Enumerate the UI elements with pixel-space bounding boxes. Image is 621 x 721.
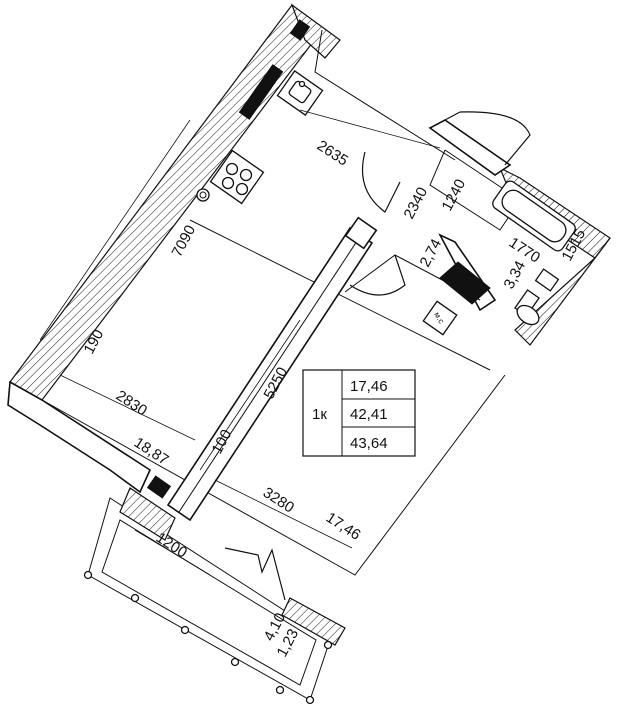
dim-balcony-width: 1200 xyxy=(153,529,190,561)
entrance-door-swing xyxy=(459,111,531,166)
summary-total-area: 42,41 xyxy=(350,406,388,423)
bathroom-sink xyxy=(534,268,560,292)
bathroom-radiator xyxy=(439,261,491,305)
dim-bath-side: 1240 xyxy=(439,176,470,213)
summary-total-area-with-balcony: 43,64 xyxy=(350,435,388,452)
kitchen-stove xyxy=(209,149,265,205)
room-divider-line xyxy=(189,219,491,371)
balcony-wall-right xyxy=(281,597,346,646)
room-door-swing xyxy=(349,254,406,296)
dim-hall-width: 2340 xyxy=(401,184,432,221)
facade-wall xyxy=(7,380,152,494)
dim-kitchen-width: 2635 xyxy=(314,137,351,169)
balcony-outline xyxy=(87,497,331,701)
summary-living-area: 17,46 xyxy=(350,378,388,395)
area-hall: 2,74 xyxy=(417,236,446,270)
partition-column xyxy=(344,216,378,250)
area-bathroom: 3,34 xyxy=(501,258,530,292)
kitchen-door-swing xyxy=(361,151,401,213)
room-outline xyxy=(41,374,506,576)
kitchen-radiator xyxy=(238,64,284,120)
washer-box xyxy=(422,300,458,336)
kitchen-vent xyxy=(289,19,311,41)
summary-room-type: 1к xyxy=(312,406,327,423)
area-bedroom: 17,46 xyxy=(323,509,364,544)
gas-meter-icon xyxy=(196,188,210,202)
dim-kitchen-length: 7090 xyxy=(169,222,200,259)
bathroom-outline xyxy=(429,149,521,231)
dim-room-width: 2830 xyxy=(113,387,150,419)
balcony-door xyxy=(224,547,286,601)
kitchen-outline xyxy=(314,29,456,161)
summary-table: 1к 17,46 42,41 43,64 xyxy=(302,369,416,457)
hall-wall xyxy=(428,119,512,176)
balcony-wall-left xyxy=(119,487,176,541)
toilet-bowl xyxy=(516,304,540,326)
